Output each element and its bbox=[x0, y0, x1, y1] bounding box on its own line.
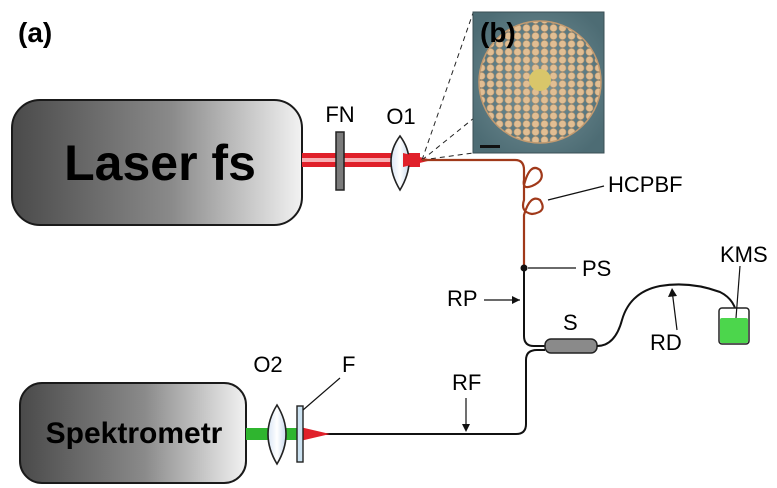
spectral-filter bbox=[296, 405, 304, 463]
focus-cone bbox=[403, 153, 432, 167]
nd-filter bbox=[335, 131, 345, 191]
objective-2-lens bbox=[267, 403, 287, 466]
objective-2-label: O2 bbox=[253, 352, 282, 377]
sample-arm-fiber bbox=[596, 283, 738, 347]
probe-arm-arrow bbox=[512, 296, 520, 304]
hollow-core-fiber bbox=[422, 158, 544, 268]
hcpbf-label: HCPBF bbox=[608, 172, 683, 197]
inset-lines bbox=[421, 12, 605, 161]
hcpbf-pointer bbox=[547, 185, 605, 201]
panel-label-b: (b) bbox=[480, 17, 516, 48]
splitter-label: S bbox=[563, 310, 578, 335]
output-cone bbox=[300, 427, 330, 441]
splice-label: PS bbox=[582, 256, 611, 281]
spectral-filter-label: F bbox=[342, 352, 355, 377]
probe-arm-label: RP bbox=[447, 286, 478, 311]
fiber-core bbox=[529, 69, 551, 91]
spectrometer-label: Spektrometr bbox=[46, 417, 223, 450]
laser-label: Laser fs bbox=[64, 135, 256, 191]
probe-arm-fiber bbox=[523, 268, 548, 347]
reference-arm-arrow bbox=[462, 424, 470, 432]
scale-bar bbox=[480, 145, 500, 148]
nd-filter-label: FN bbox=[325, 102, 354, 127]
cuvette-pointer bbox=[735, 265, 741, 319]
objective-1-label: O1 bbox=[386, 104, 415, 129]
laser-beam-core bbox=[302, 158, 420, 162]
objective-1-lens bbox=[390, 134, 410, 192]
splitter bbox=[544, 338, 598, 354]
panel-label-a: (a) bbox=[18, 17, 52, 48]
reference-arm-label: RF bbox=[452, 370, 481, 395]
sample-arm-label: RD bbox=[650, 330, 682, 355]
reference-arm-fiber bbox=[318, 349, 545, 435]
spectral-filter-pointer bbox=[302, 377, 341, 411]
cuvette-liquid bbox=[720, 318, 748, 343]
cuvette-label: KMS bbox=[720, 242, 768, 267]
sample-arm-pointer bbox=[671, 289, 678, 331]
sample-arm-arrow bbox=[668, 288, 677, 297]
